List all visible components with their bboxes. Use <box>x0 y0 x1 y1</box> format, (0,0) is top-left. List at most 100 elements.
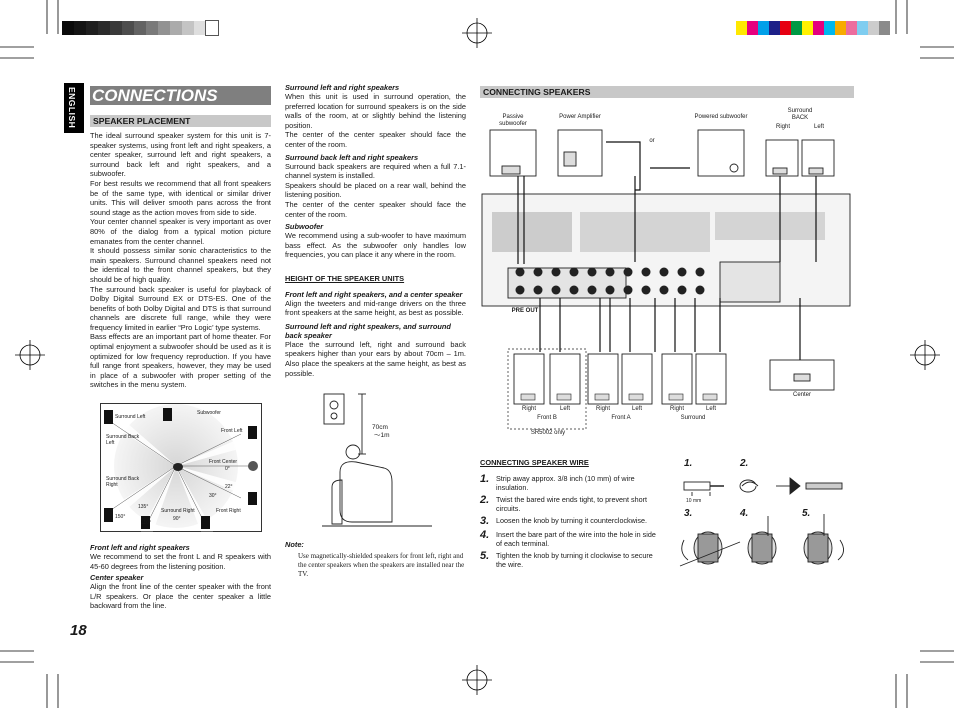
color-swatch <box>780 21 791 35</box>
front-lr-title: Front left and right speakers <box>90 543 190 552</box>
diagram-label: Surround Left <box>115 414 146 420</box>
color-swatch <box>879 21 890 35</box>
speaker-terminal <box>569 267 579 277</box>
page-title-bar: CONNECTIONS <box>90 86 271 105</box>
color-swatch <box>769 21 780 35</box>
side-tab-label: ENGLISH <box>67 87 77 129</box>
step-text: Insert the bare part of the wire into th… <box>496 530 656 548</box>
diagram-label: 0° <box>225 466 230 472</box>
height-heading: HEIGHT OF THE SPEAKER UNITS <box>285 274 405 283</box>
color-swatch <box>846 21 857 35</box>
gray-swatch <box>134 21 146 35</box>
front-b-label: Front B <box>537 415 557 421</box>
surround-right-label: Right <box>669 406 684 412</box>
subwoofer-text: We recommend using a sub-woofer to have … <box>285 231 466 260</box>
height-label-1m: ～1m <box>374 432 390 439</box>
speaker-terminal <box>605 267 615 277</box>
connection-diagram: Passive subwoofer Power Amplifier or Pow… <box>480 102 855 442</box>
diagram-label: 30° <box>209 493 217 499</box>
gray-swatch <box>194 21 206 35</box>
surround-back-label: Surround BACK <box>787 108 813 121</box>
sb-right-label: Right <box>775 124 790 130</box>
diagram-label: 110° <box>141 520 151 526</box>
passive-subwoofer-label: Passive subwoofer <box>499 114 527 127</box>
wire-step: 2. Twist the bared wire ends tight, to pr… <box>480 494 662 514</box>
height-diagram: 70cm ～1m <box>322 392 442 532</box>
height-surround-text: Place the surround left, right and surro… <box>285 339 466 378</box>
color-swatch <box>857 21 868 35</box>
mm-label: 10 mm <box>686 498 702 504</box>
fig-label: 1. <box>684 458 693 469</box>
step-text: Tighten the knob by turning it clockwise… <box>496 551 653 569</box>
wire-figures: 1. 2. 3. 4. 5. 10 mm <box>679 456 860 586</box>
color-swatch <box>813 21 824 35</box>
speaker-terminal <box>623 267 633 277</box>
surround-lr-title: Surround left and right speakers <box>285 83 400 92</box>
step-number: 1. <box>480 473 490 485</box>
height-front-text: Align the tweeters and mid-range drivers… <box>285 298 466 318</box>
front-b-left-label: Left <box>559 406 570 412</box>
speaker-terminal <box>695 285 705 295</box>
height-front-title: Front left and right speakers, and a cen… <box>285 289 463 299</box>
step-text: Twist the bared wire ends tight, to prev… <box>496 495 648 513</box>
diagram-label: 135° <box>138 504 149 510</box>
note-title: Note: <box>285 540 304 549</box>
placement-para: For best results we recommend that all f… <box>90 178 271 217</box>
surround-lr-text2: The center of the center speaker should … <box>285 130 466 149</box>
diagram-label: Surround Right <box>161 508 195 514</box>
placement-diagram-graphic <box>104 404 258 532</box>
color-swatch <box>835 21 846 35</box>
height-section: HEIGHT OF THE SPEAKER UNITS Front left a… <box>285 274 466 378</box>
wire-step: 5. Tighten the knob by turning it clockwi… <box>480 550 662 570</box>
subwoofer-title: Subwoofer <box>285 222 324 232</box>
color-swatch <box>802 21 813 35</box>
wire-steps: 1. Strip away approx. 3/8 inch (10 mm) of… <box>480 474 662 572</box>
color-swatch <box>791 21 802 35</box>
speaker-terminal <box>551 267 561 277</box>
surround-lr-text: When this unit is used in surround opera… <box>285 92 466 130</box>
step-text: Strip away approx. 3/8 inch (10 mm) of w… <box>496 474 635 492</box>
diagram-label: Surround Back Right <box>106 476 140 488</box>
speaker-terminal <box>605 285 615 295</box>
wire-step: 4.Insert the bare part of the wire into … <box>480 530 662 549</box>
front-a-label: Front A <box>611 415 631 421</box>
speaker-placement-diagram: Surround Left Subwoofer Front Left Surro… <box>100 403 262 532</box>
front-b-right-label: Right <box>521 406 536 412</box>
fig-label: 2. <box>740 458 749 469</box>
gray-swatch <box>86 21 98 35</box>
speaker-terminal <box>641 267 651 277</box>
speaker-wire-heading: CONNECTING SPEAKER WIRE <box>480 458 589 467</box>
diagram-label: Surround Back Left <box>106 434 140 446</box>
height-label-70cm: 70cm <box>372 424 388 431</box>
step-number: 5. <box>480 550 490 562</box>
gray-swatch <box>74 21 86 35</box>
power-amplifier-label: Power Amplifier <box>559 114 601 120</box>
surround-back-text2: Speakers should be placed on a rear wall… <box>285 180 466 200</box>
step-number: 3. <box>480 515 490 527</box>
surround-back-title: Surround back left and right speakers <box>285 152 419 162</box>
powered-subwoofer-label: Powered subwoofer <box>694 114 748 120</box>
placement-body: The ideal surround speaker system for th… <box>90 131 271 390</box>
step-number: 2. <box>480 494 490 506</box>
speaker-terminal <box>587 267 597 277</box>
color-swatch <box>758 21 769 35</box>
sb-left-label: Left <box>813 124 824 130</box>
placement-para: Your center channel speaker is very impo… <box>90 217 271 246</box>
diagram-label: Front Left <box>221 428 243 434</box>
speaker-terminal <box>659 267 669 277</box>
gray-swatch <box>158 21 170 35</box>
gray-swatch <box>146 21 158 35</box>
wire-step: 1. Strip away approx. 3/8 inch (10 mm) of… <box>480 473 662 493</box>
page-title: CONNECTIONS <box>92 86 218 105</box>
or-label: or <box>649 138 655 144</box>
diagram-label: 22° <box>225 484 233 490</box>
diagram-label: Front Center <box>209 459 238 465</box>
height-diagram-graphic <box>322 393 432 527</box>
speaker-terminal <box>587 285 597 295</box>
step-text: Loosen the knob by turning it counterclo… <box>496 516 648 525</box>
color-swatch <box>868 21 879 35</box>
speaker-terminal <box>623 285 633 295</box>
surround-back-text3: The center of the center speaker should … <box>285 199 466 219</box>
gray-swatch <box>182 21 194 35</box>
speaker-terminal <box>533 285 543 295</box>
